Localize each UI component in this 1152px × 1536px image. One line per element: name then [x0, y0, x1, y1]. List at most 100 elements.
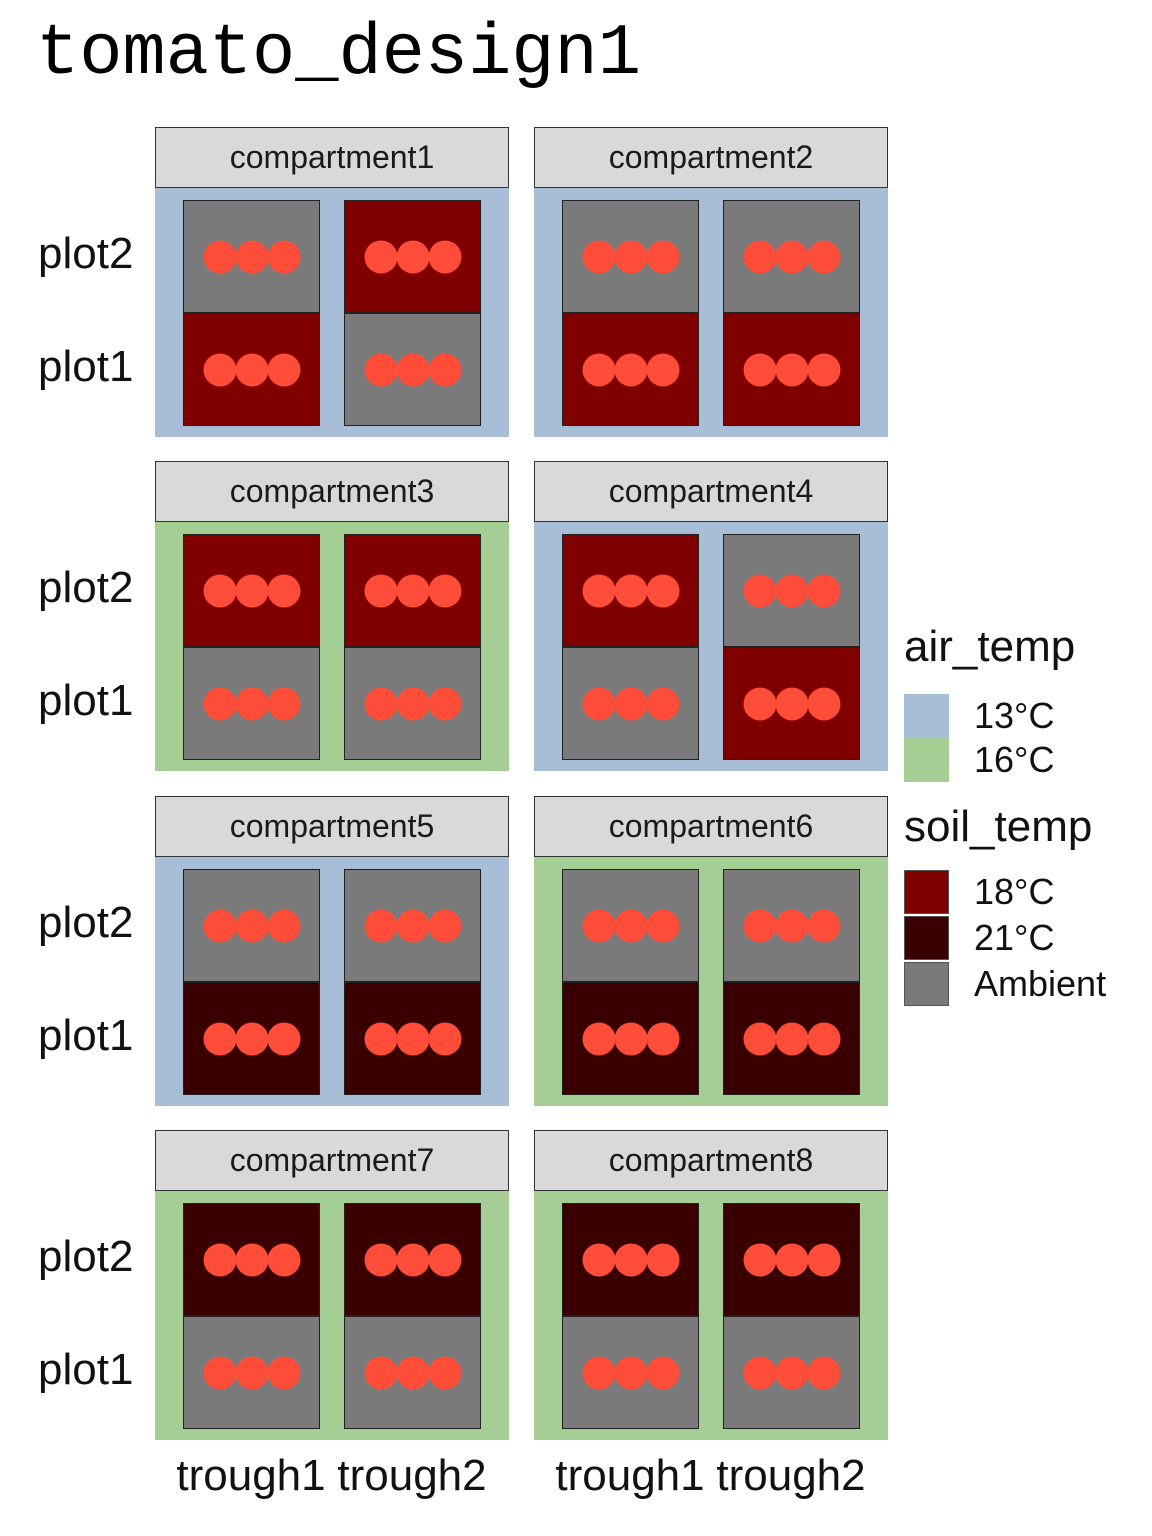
- tomato-plant-marker: [775, 1243, 808, 1276]
- tomato-plant-marker: [614, 353, 647, 386]
- plot-cell-trough1-plot1: [562, 313, 699, 426]
- tomato-plant-marker: [364, 353, 397, 386]
- tomato-plant-marker: [267, 909, 300, 942]
- plant-group: [582, 353, 679, 386]
- plot-cell-trough1-plot1: [183, 313, 320, 426]
- tomato-plant-marker: [203, 909, 236, 942]
- tomato-plant-marker: [396, 353, 429, 386]
- tomato-plant-marker: [396, 687, 429, 720]
- y-tick-label-plot2: plot2: [38, 229, 134, 278]
- tomato-plant-marker: [614, 909, 647, 942]
- plant-group: [364, 574, 461, 607]
- y-tick-label-plot1: plot1: [38, 1345, 134, 1394]
- tomato-plant-marker: [582, 574, 615, 607]
- tomato-plant-marker: [743, 1022, 776, 1055]
- tomato-plant-marker: [582, 1243, 615, 1276]
- tomato-plant-marker: [614, 1243, 647, 1276]
- plot-cell-trough1-plot2: [562, 534, 699, 647]
- plant-group: [203, 1356, 300, 1389]
- plot-cell-trough2-plot2: [344, 1203, 481, 1316]
- legend-label-Ambient: Ambient: [974, 963, 1107, 1004]
- tomato-plant-marker: [364, 1022, 397, 1055]
- facet-panel-compartment3: compartment3: [155, 461, 509, 771]
- tomato-plant-marker: [428, 909, 461, 942]
- tomato-plant-marker: [775, 909, 808, 942]
- plot-cell-trough1-plot2: [562, 200, 699, 313]
- tomato-plant-marker: [428, 1243, 461, 1276]
- plot-cell-trough2-plot1: [344, 1316, 481, 1429]
- tomato-plant-marker: [364, 1243, 397, 1276]
- tomato-plant-marker: [582, 1356, 615, 1389]
- tomato-plant-marker: [775, 687, 808, 720]
- plot-cell-trough1-plot2: [562, 1203, 699, 1316]
- compartment-background-16°C: [155, 1191, 509, 1440]
- plant-group: [743, 1022, 840, 1055]
- tomato-plant-marker: [364, 687, 397, 720]
- legend-title-air_temp: air_temp: [904, 622, 1076, 671]
- tomato-plant-marker: [267, 1022, 300, 1055]
- facet-strip-label: compartment7: [155, 1130, 509, 1191]
- tomato-plant-marker: [203, 240, 236, 273]
- plant-group: [582, 574, 679, 607]
- y-tick-label-plot1: plot1: [38, 1011, 134, 1060]
- tomato-plant-marker: [646, 687, 679, 720]
- compartment-background-16°C: [155, 522, 509, 771]
- tomato-plant-marker: [267, 1243, 300, 1276]
- tomato-plant-marker: [807, 574, 840, 607]
- tomato-plant-marker: [646, 353, 679, 386]
- tomato-plant-marker: [743, 909, 776, 942]
- facet-panel-compartment2: compartment2: [534, 127, 888, 437]
- plot-cell-trough2-plot2: [344, 200, 481, 313]
- tomato-plant-marker: [807, 1356, 840, 1389]
- x-tick-label-trough1: trough1: [555, 1451, 705, 1500]
- tomato-plant-marker: [364, 240, 397, 273]
- y-tick-label-plot1: plot1: [38, 676, 134, 725]
- tomato-plant-marker: [646, 1022, 679, 1055]
- tomato-plant-marker: [775, 240, 808, 273]
- tomato-plant-marker: [396, 1243, 429, 1276]
- facet-panel-compartment8: compartment8: [534, 1130, 888, 1440]
- plant-group: [582, 1022, 679, 1055]
- legend-label-21°C: 21°C: [974, 917, 1055, 958]
- facet-strip-label: compartment5: [155, 796, 509, 857]
- legend-swatch-18°C: [904, 870, 949, 914]
- facet-panel-compartment1: compartment1: [155, 127, 509, 437]
- tomato-plant-marker: [582, 240, 615, 273]
- plant-group: [582, 687, 679, 720]
- plant-group: [364, 1356, 461, 1389]
- tomato-plant-marker: [203, 353, 236, 386]
- tomato-plant-marker: [614, 574, 647, 607]
- plot-cell-trough1-plot2: [562, 869, 699, 982]
- tomato-plant-marker: [807, 1022, 840, 1055]
- tomato-plant-marker: [582, 909, 615, 942]
- facet-panel-compartment4: compartment4: [534, 461, 888, 771]
- plant-group: [743, 353, 840, 386]
- plant-group: [203, 1243, 300, 1276]
- plot-cell-trough2-plot2: [723, 534, 860, 647]
- tomato-plant-marker: [743, 240, 776, 273]
- tomato-plant-marker: [582, 353, 615, 386]
- tomato-plant-marker: [396, 240, 429, 273]
- plant-group: [203, 909, 300, 942]
- plot-cell-trough1-plot1: [183, 982, 320, 1095]
- plant-group: [364, 353, 461, 386]
- tomato-plant-marker: [775, 574, 808, 607]
- tomato-plant-marker: [582, 1022, 615, 1055]
- tomato-plant-marker: [267, 353, 300, 386]
- tomato-plant-marker: [428, 687, 461, 720]
- plot-cell-trough1-plot1: [183, 647, 320, 760]
- tomato-plant-marker: [428, 353, 461, 386]
- tomato-plant-marker: [203, 1356, 236, 1389]
- plot-cell-trough1-plot1: [562, 1316, 699, 1429]
- tomato-plant-marker: [646, 574, 679, 607]
- compartment-background-13°C: [534, 188, 888, 437]
- legend-label-13°C: 13°C: [974, 695, 1055, 736]
- tomato-plant-marker: [807, 353, 840, 386]
- tomato-plant-marker: [203, 687, 236, 720]
- plot-cell-trough2-plot2: [344, 534, 481, 647]
- tomato-plant-marker: [396, 1022, 429, 1055]
- y-tick-label-plot2: plot2: [38, 898, 134, 947]
- facet-panel-compartment7: compartment7: [155, 1130, 509, 1440]
- x-tick-label-trough2: trough2: [337, 1451, 487, 1500]
- compartment-background-16°C: [534, 857, 888, 1106]
